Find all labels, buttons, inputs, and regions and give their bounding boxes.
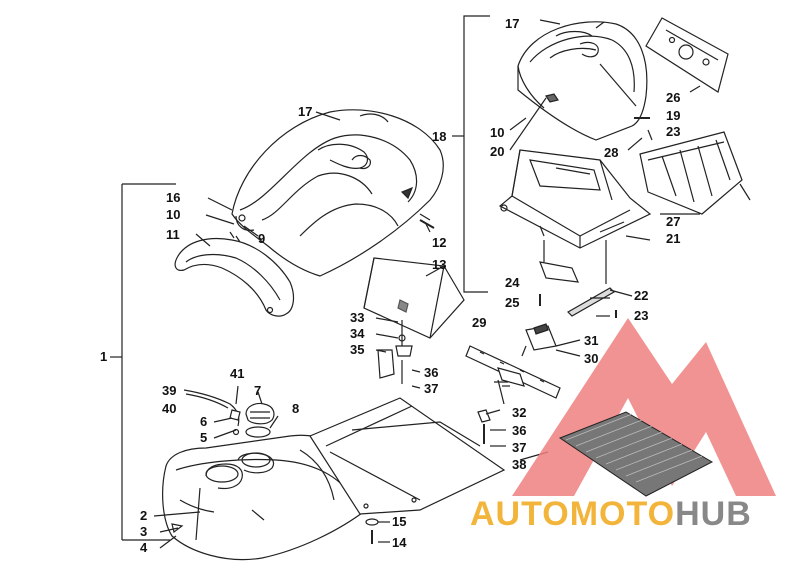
fasteners-2-4-drawing — [153, 511, 201, 549]
callout-17-backrest: 17 — [505, 16, 520, 31]
callout-41: 41 — [230, 366, 245, 381]
callout-14: 14 — [392, 535, 407, 550]
callout-40: 40 — [162, 401, 177, 416]
callout-27: 27 — [666, 214, 681, 229]
callout-35: 35 — [350, 342, 365, 357]
callout-33: 33 — [350, 310, 365, 325]
backrest-drawing — [517, 19, 648, 141]
seat-drawing — [231, 109, 444, 277]
latch-hardware-drawing — [375, 317, 421, 389]
strap-drawing — [567, 287, 633, 318]
callout-37-middle: 37 — [424, 381, 439, 396]
storage-pad-drawing — [363, 257, 465, 339]
bracket-24-drawing — [539, 240, 607, 306]
fasteners-14-15-drawing — [365, 518, 390, 544]
callout-16: 16 — [166, 190, 181, 205]
callout-32: 32 — [512, 405, 527, 420]
callout-15: 15 — [392, 514, 407, 529]
callout-19: 19 — [666, 108, 681, 123]
callout-22: 22 — [634, 288, 649, 303]
callout-21: 21 — [666, 231, 681, 246]
storage-tray-drawing — [498, 149, 652, 249]
watermark-auto: AUTO — [470, 495, 570, 533]
watermark-moto: MOTO — [569, 495, 676, 533]
rest-pad-drawing — [639, 131, 751, 215]
bracket-1-drawing — [110, 183, 176, 541]
fuel-tank-drawing — [162, 434, 367, 561]
callout-5: 5 — [200, 430, 208, 445]
callout-17-seat: 17 — [298, 104, 313, 119]
callout-6: 6 — [200, 414, 208, 429]
callout-10-left: 10 — [166, 207, 181, 222]
callout-20: 20 — [490, 144, 505, 159]
callout-3: 3 — [140, 524, 148, 539]
callout-28: 28 — [604, 145, 619, 160]
callout-1: 1 — [100, 349, 108, 364]
callout-2: 2 — [140, 508, 148, 523]
back-plate-drawing — [645, 17, 729, 93]
callout-13: 13 — [432, 257, 447, 272]
callout-34: 34 — [350, 326, 365, 341]
callout-29: 29 — [472, 315, 487, 330]
callout-11: 11 — [166, 227, 180, 242]
callout-23-bottom: 23 — [634, 308, 649, 323]
fuel-cap-drawing — [245, 391, 279, 438]
callout-23-top: 23 — [666, 124, 681, 139]
watermark-hub: HUB — [675, 495, 752, 533]
callout-7: 7 — [254, 383, 262, 398]
callout-37-right: 37 — [512, 440, 527, 455]
bracket-18-drawing — [452, 15, 490, 293]
callout-26: 26 — [666, 90, 681, 105]
watermark-brand-text: AUTOMOTOHUB — [470, 496, 752, 532]
callout-30: 30 — [584, 351, 599, 366]
leaders-top-left — [195, 111, 341, 247]
fasteners-36-37-drawing — [477, 409, 506, 447]
callout-24: 24 — [505, 275, 520, 290]
callout-8: 8 — [292, 401, 300, 416]
callout-12: 12 — [432, 235, 447, 250]
callout-36-middle: 36 — [424, 365, 439, 380]
callout-25: 25 — [505, 295, 520, 310]
callout-39: 39 — [162, 383, 177, 398]
callout-31: 31 — [584, 333, 599, 348]
callout-4: 4 — [140, 540, 148, 555]
callout-38: 38 — [512, 457, 527, 472]
floor-mat-drawing — [558, 411, 714, 497]
callout-18: 18 — [432, 129, 447, 144]
callout-10-right: 10 — [490, 125, 505, 140]
callout-36-right: 36 — [512, 423, 527, 438]
mount-rail-drawing — [465, 323, 581, 399]
vent-hose-drawing — [183, 385, 241, 439]
floor-panel-drawing — [309, 397, 506, 515]
callout-9: 9 — [258, 231, 266, 246]
